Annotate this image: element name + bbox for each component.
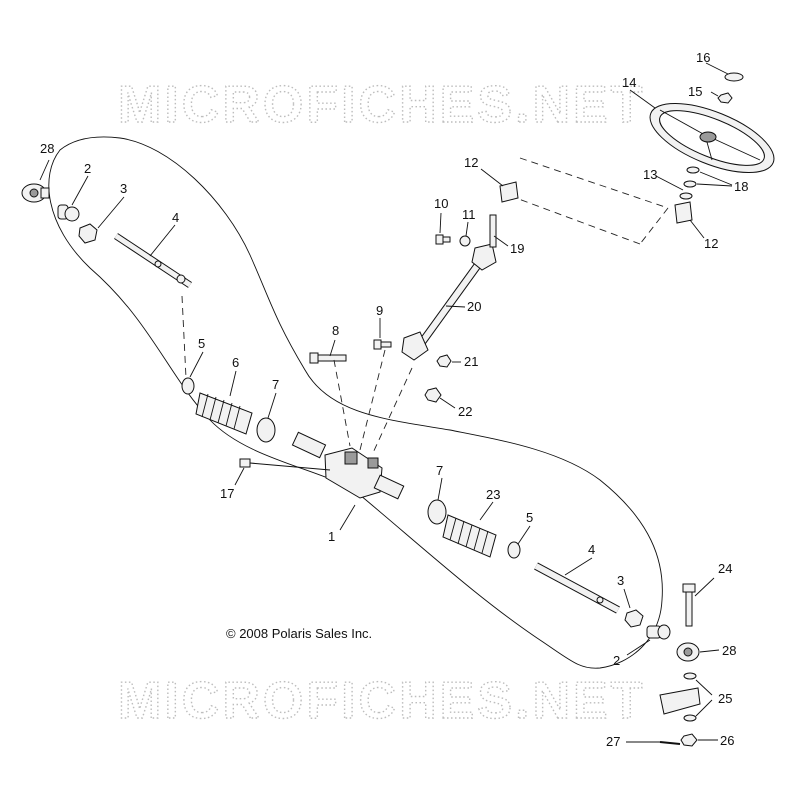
watermark-top: MICROFICHES.NET <box>118 76 645 134</box>
leader-lines <box>39 62 733 743</box>
callout-5-right: 5 <box>526 510 533 525</box>
part-5-top <box>181 377 195 395</box>
callout-7-right: 7 <box>436 463 443 478</box>
copyright-text: © 2008 Polaris Sales Inc. <box>226 626 372 641</box>
part-10-bolt <box>435 234 451 245</box>
callout-5-top: 5 <box>198 336 205 351</box>
callout-12-top: 12 <box>464 155 478 170</box>
part-5-right <box>507 541 521 559</box>
callout-14: 14 <box>622 75 636 90</box>
part-4-right <box>534 562 620 614</box>
callout-2-right: 2 <box>613 653 620 668</box>
callout-12-right: 12 <box>704 236 718 251</box>
callout-24: 24 <box>718 561 732 576</box>
part-25-bracket <box>659 672 701 722</box>
callout-25: 25 <box>718 691 732 706</box>
callout-16: 16 <box>696 50 710 65</box>
part-11-washer <box>459 235 471 247</box>
part-8-bolt <box>309 352 347 364</box>
part-13-washer <box>679 192 693 200</box>
callout-19: 19 <box>510 241 524 256</box>
part-4-top <box>114 233 192 288</box>
part-26-nut <box>680 733 698 747</box>
callout-28-right: 28 <box>722 643 736 658</box>
part-2-right <box>646 624 671 640</box>
part-7-left <box>256 417 276 443</box>
callout-17: 17 <box>220 486 234 501</box>
callout-10: 10 <box>434 196 448 211</box>
part-17-bolt <box>239 458 331 471</box>
part-18-washer-a <box>686 166 700 174</box>
part-9-bolt <box>373 339 392 350</box>
callout-7-left: 7 <box>272 377 279 392</box>
callout-22: 22 <box>458 404 472 419</box>
part-28-right <box>676 642 700 662</box>
part-24-bolt <box>682 583 696 627</box>
callout-6: 6 <box>232 355 239 370</box>
part-27-pin <box>659 741 681 745</box>
part-3-top <box>78 223 98 244</box>
callouts: 28 2 3 4 5 6 7 8 9 10 11 12 19 20 21 22 … <box>40 50 748 749</box>
rack-housing <box>291 431 405 500</box>
part-16-cap <box>724 72 744 82</box>
part-12-lower <box>674 201 693 224</box>
callout-4-top: 4 <box>172 210 179 225</box>
part-28-top <box>21 183 50 203</box>
callout-8: 8 <box>332 323 339 338</box>
part-21-nut <box>436 354 452 368</box>
callout-27: 27 <box>606 734 620 749</box>
callout-4-right: 4 <box>588 542 595 557</box>
part-23-boot <box>442 514 497 558</box>
callout-20: 20 <box>467 299 481 314</box>
callout-2-top: 2 <box>84 161 91 176</box>
watermark-bottom: MICROFICHES.NET <box>118 672 645 730</box>
callout-13: 13 <box>643 167 657 182</box>
part-2-top <box>57 204 80 222</box>
part-3-right <box>624 609 644 628</box>
callout-15: 15 <box>688 84 702 99</box>
part-12-upper <box>499 181 519 203</box>
part-14-steering-wheel <box>649 102 775 174</box>
callout-9: 9 <box>376 303 383 318</box>
callout-18: 18 <box>734 179 748 194</box>
steering-shaft <box>401 214 497 361</box>
callout-28-top: 28 <box>40 141 54 156</box>
callout-23: 23 <box>486 487 500 502</box>
part-22-nut <box>424 387 442 403</box>
callout-3-right: 3 <box>617 573 624 588</box>
callout-11: 11 <box>462 207 476 222</box>
callout-3-top: 3 <box>120 181 127 196</box>
callout-1: 1 <box>328 529 335 544</box>
callout-26: 26 <box>720 733 734 748</box>
part-7-right <box>427 499 447 525</box>
callout-21: 21 <box>464 354 478 369</box>
part-18-washer-b <box>683 180 697 188</box>
part-15-nut <box>717 92 733 104</box>
alignment-lines <box>181 157 669 456</box>
part-6-boot <box>195 392 253 435</box>
